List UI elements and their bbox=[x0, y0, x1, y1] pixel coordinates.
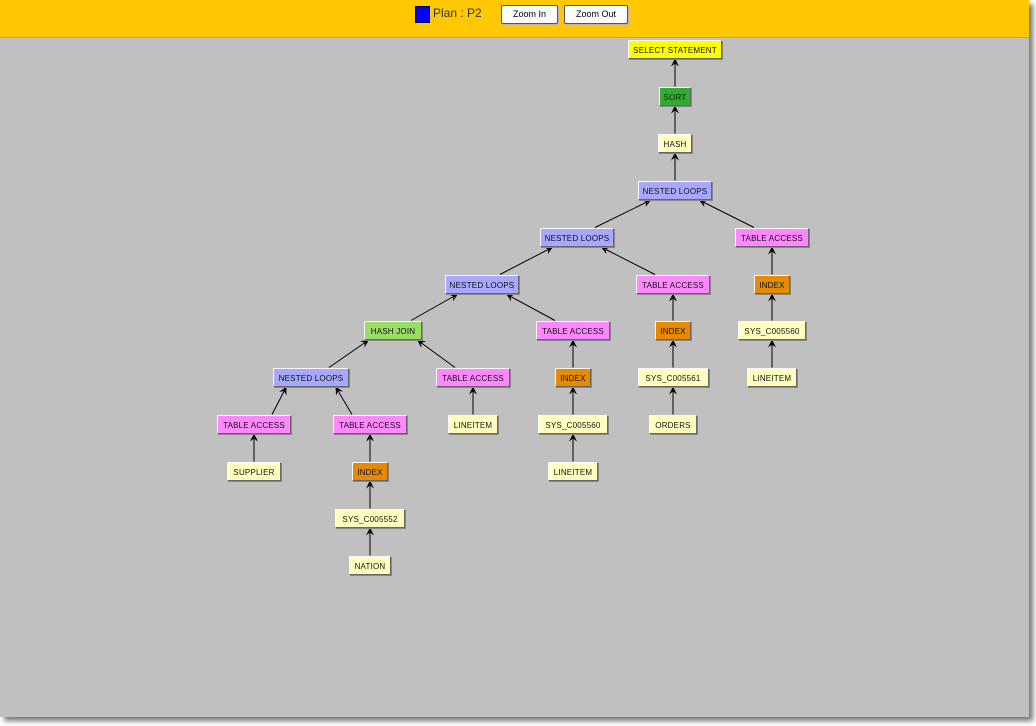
plan-node-hashjoin[interactable]: HASH JOIN bbox=[364, 320, 422, 340]
plan-node-hash[interactable]: HASH bbox=[658, 133, 692, 153]
plan-node-object[interactable]: LINEITEM bbox=[548, 461, 598, 481]
plan-node-index[interactable]: INDEX bbox=[754, 274, 790, 294]
plan-node-object[interactable]: NATION bbox=[349, 555, 391, 575]
plan-node-table[interactable]: TABLE ACCESS bbox=[735, 227, 809, 247]
plan-color-swatch bbox=[415, 6, 430, 23]
plan-node-nested[interactable]: NESTED LOOPS bbox=[638, 180, 712, 200]
toolbar: Plan : P2 Zoom In Zoom Out bbox=[0, 0, 1029, 38]
zoom-in-button[interactable]: Zoom In bbox=[501, 5, 558, 24]
plan-node-object[interactable]: SYS_C005552 bbox=[335, 508, 405, 528]
plan-node-object[interactable]: ORDERS bbox=[649, 414, 697, 434]
plan-node-object[interactable]: SYS_C005560 bbox=[738, 320, 806, 340]
zoom-out-button[interactable]: Zoom Out bbox=[564, 5, 628, 24]
plan-node-object[interactable]: SYS_C005561 bbox=[637, 367, 709, 387]
plan-node-index[interactable]: INDEX bbox=[555, 367, 591, 387]
plan-node-index[interactable]: INDEX bbox=[655, 320, 691, 340]
plan-node-select[interactable]: SELECT STATEMENT bbox=[628, 39, 722, 59]
plan-node-object[interactable]: LINEITEM bbox=[747, 367, 797, 387]
plan-node-nested[interactable]: NESTED LOOPS bbox=[445, 274, 519, 294]
plan-label: Plan : P2 bbox=[433, 6, 482, 20]
plan-node-table[interactable]: TABLE ACCESS bbox=[536, 320, 610, 340]
plan-node-object[interactable]: SYS_C005560 bbox=[538, 414, 608, 434]
plan-node-table[interactable]: TABLE ACCESS bbox=[333, 414, 407, 434]
plan-node-table[interactable]: TABLE ACCESS bbox=[217, 414, 291, 434]
plan-node-object[interactable]: LINEITEM bbox=[448, 414, 498, 434]
plan-node-sort[interactable]: SORT bbox=[659, 86, 691, 106]
plan-node-object[interactable]: SUPPLIER bbox=[227, 461, 281, 481]
plan-node-nested[interactable]: NESTED LOOPS bbox=[273, 367, 349, 387]
plan-node-index[interactable]: INDEX bbox=[352, 461, 388, 481]
plan-node-table[interactable]: TABLE ACCESS bbox=[636, 274, 710, 294]
plan-node-table[interactable]: TABLE ACCESS bbox=[436, 367, 510, 387]
plan-node-nested[interactable]: NESTED LOOPS bbox=[540, 227, 614, 247]
